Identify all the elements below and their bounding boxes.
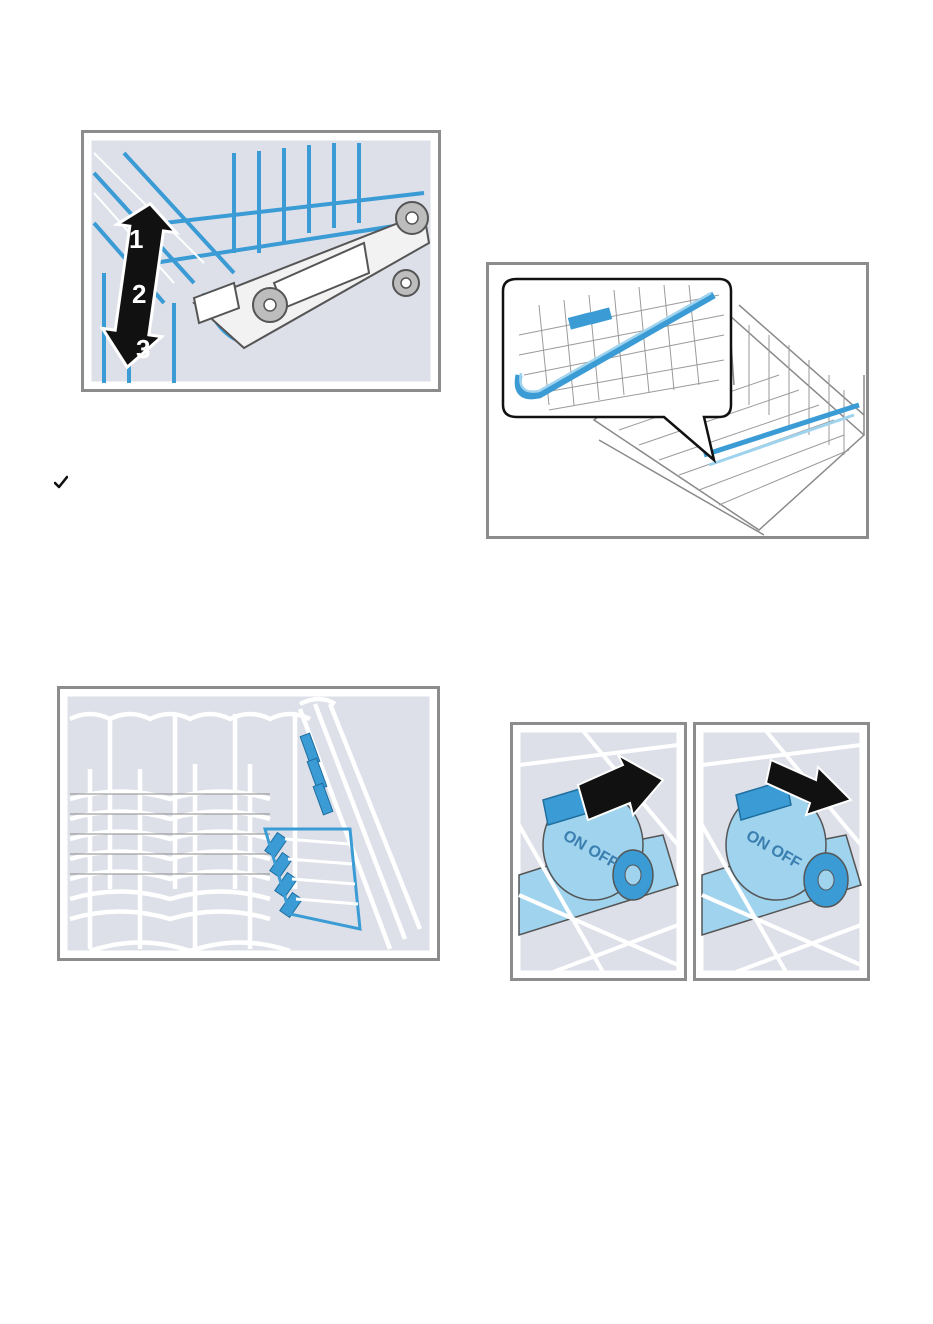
check-icon: [54, 474, 68, 490]
upper-basket-illustration: [489, 265, 866, 536]
foldable-tines-illustration: [60, 689, 437, 958]
rack-height-illustration: 1 2 3: [84, 133, 438, 389]
figure-upper-basket: [486, 262, 869, 539]
figure-nozzle-on: ON OFF: [510, 722, 687, 981]
figure-nozzle-off: ON OFF: [693, 722, 870, 981]
level-label-2: 2: [132, 279, 146, 309]
figure-foldable-tines: [57, 686, 440, 961]
figure-rack-height-adjust: 1 2 3: [81, 130, 441, 392]
level-label-1: 1: [129, 224, 143, 254]
level-label-3: 3: [136, 334, 150, 364]
nozzle-on-illustration: ON OFF: [513, 725, 684, 978]
magnifier-callout: [503, 279, 731, 460]
nozzle-off-illustration: ON OFF: [696, 725, 867, 978]
